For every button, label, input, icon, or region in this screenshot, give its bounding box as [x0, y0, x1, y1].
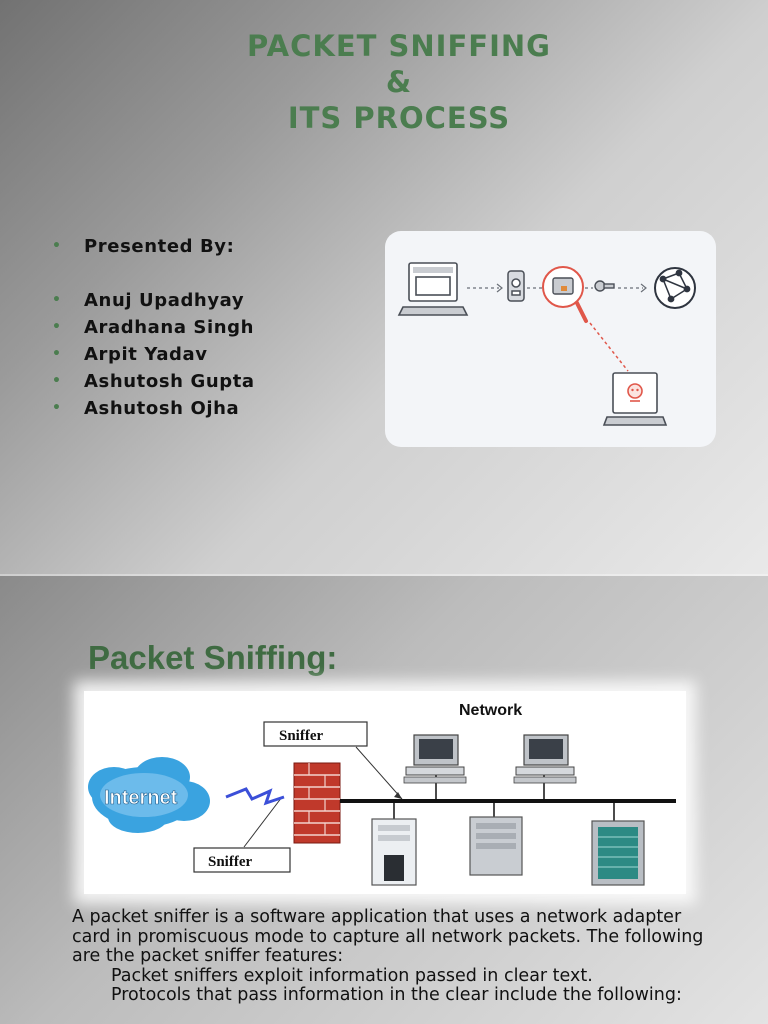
sniffing-illustration	[385, 231, 716, 447]
slide-2-body: A packet sniffer is a software applicati…	[72, 907, 722, 1006]
bullet-icon: •	[52, 319, 62, 335]
attacker-laptop-icon	[602, 372, 668, 426]
title-line-2: &	[385, 65, 413, 99]
presenter-list: • Presented By: • Anuj Upadhyay • Aradhana …	[48, 233, 255, 422]
indented-line: Protocols that pass information in the c…	[111, 985, 682, 1005]
presenter-name: Arpit Yadav	[84, 344, 208, 365]
presenter-name: Anuj Upadhyay	[84, 290, 245, 311]
list-item: • Anuj Upadhyay	[48, 287, 255, 314]
internet-label: Internet	[104, 787, 178, 809]
list-item: • Presented By:	[48, 233, 255, 260]
network-diagram-svg: Network Sniffer Sniffer Internet	[88, 702, 676, 886]
network-label: Network	[459, 702, 522, 719]
title-line-3: ITS PROCESS	[287, 101, 511, 135]
bullet-icon: •	[52, 238, 62, 254]
list-item: • Ashutosh Ojha	[48, 395, 255, 422]
server-icon	[371, 818, 417, 886]
list-spacer	[48, 260, 255, 287]
indented-line: Packet sniffers exploit information pass…	[111, 965, 593, 986]
presented-by-label: Presented By:	[84, 236, 235, 257]
slide-2-title: Packet Sniffing:	[88, 639, 338, 676]
presenter-name: Ashutosh Gupta	[84, 371, 255, 392]
globe-icon	[654, 267, 696, 309]
sniffer-bottom-label: Sniffer	[208, 854, 253, 870]
magnifier-icon	[542, 266, 588, 323]
lightning-icon	[225, 787, 285, 806]
server-rack-icon	[591, 820, 645, 886]
title-line-1: PACKET SNIFFING	[247, 29, 551, 63]
workstation-icon	[403, 734, 467, 784]
list-item: • Aradhana Singh	[48, 314, 255, 341]
laptop-icon	[397, 262, 469, 316]
firewall-icon	[293, 762, 341, 844]
presenter-name: Ashutosh Ojha	[84, 398, 240, 419]
sniffer-bottom-box	[193, 847, 291, 873]
bullet-icon: •	[52, 400, 62, 416]
bullet-icon: •	[52, 373, 62, 389]
key-icon	[594, 280, 615, 292]
sniffer-top-box	[263, 721, 368, 747]
network-diagram: Network Sniffer Sniffer Internet	[84, 691, 686, 894]
device-icon	[507, 270, 525, 302]
list-item: • Ashutosh Gupta	[48, 368, 255, 395]
bullet-icon: •	[52, 346, 62, 362]
server-icon	[469, 816, 523, 876]
slide-1-title: PACKET SNIFFING & ITS PROCESS	[0, 28, 768, 136]
sniffer-top-label: Sniffer	[279, 728, 324, 744]
list-item: • Arpit Yadav	[48, 341, 255, 368]
internet-cloud-icon	[88, 757, 210, 833]
bullet-icon: •	[52, 292, 62, 308]
presenter-name: Aradhana Singh	[84, 317, 255, 338]
slide-1: PACKET SNIFFING & ITS PROCESS • Presented…	[0, 0, 768, 576]
body-paragraph: A packet sniffer is a software applicati…	[72, 907, 704, 966]
workstation-icon	[513, 734, 577, 784]
sniffing-illustration-svg	[397, 262, 696, 426]
interception-arrow	[589, 322, 629, 372]
